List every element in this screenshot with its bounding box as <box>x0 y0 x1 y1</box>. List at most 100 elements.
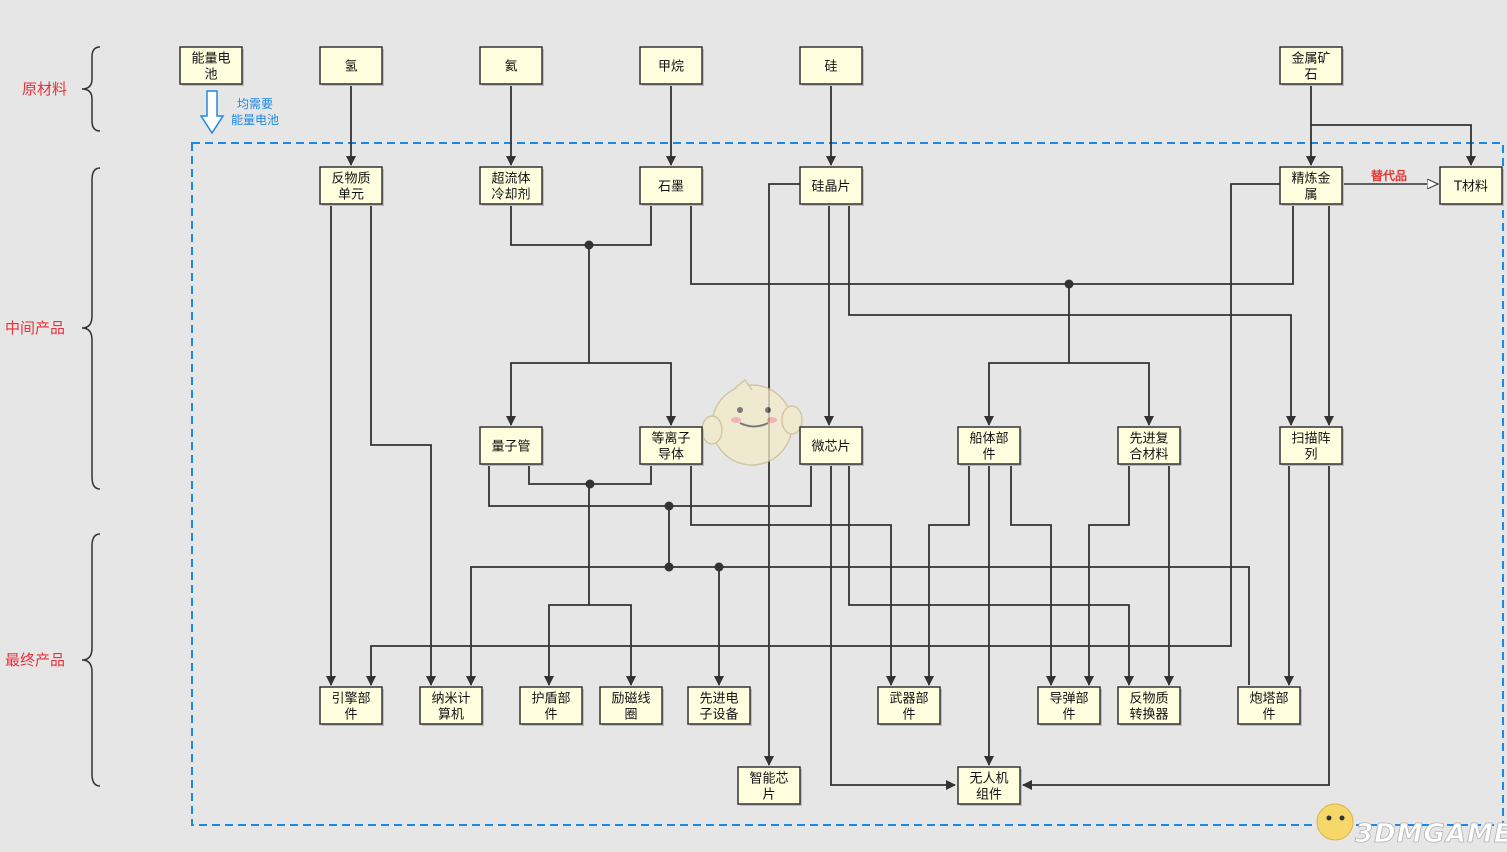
node-label-line: 属 <box>1304 188 1317 203</box>
node-label-line: 组件 <box>976 788 1002 803</box>
node-label-line: 件 <box>982 448 995 463</box>
dashed-region <box>191 142 1504 826</box>
edge-antimatter-nano <box>370 204 436 686</box>
node-box <box>479 426 543 465</box>
node-box <box>319 686 383 725</box>
edge-hull-missile <box>1010 465 1056 686</box>
node-label-line: 精炼金 <box>1291 171 1330 187</box>
node-quantum-tube: 量子管 <box>479 426 544 466</box>
node-label-line: 单元 <box>338 188 364 203</box>
node-label-line: 硅 <box>824 60 837 75</box>
node-box <box>957 766 1021 805</box>
edge-wafer-scanner <box>848 204 1296 426</box>
node-box <box>1279 46 1343 85</box>
mascot-logo <box>701 378 803 466</box>
node-label-line: 甲烷 <box>658 60 684 75</box>
node-label-line: 转换器 <box>1129 708 1168 723</box>
edge-join-composite <box>1069 362 1154 426</box>
node-label-line: 先进复 <box>1129 432 1168 447</box>
junction-dot <box>1064 279 1074 289</box>
edge-refined-engine <box>366 183 1280 686</box>
junction-dot <box>585 479 595 489</box>
node-layer: 能量电池氢氦甲烷硅金属矿石反物质单元超流体冷却剂石墨硅晶片精炼金属T材料量子管等… <box>179 46 1504 806</box>
junction-dot <box>664 562 674 572</box>
battery-note-line2: 能量电池 <box>231 113 279 127</box>
node-graphite: 石墨 <box>639 166 704 206</box>
node-label-line: 池 <box>204 68 217 83</box>
node-box <box>519 686 583 725</box>
edge-graphite-hull <box>690 204 1294 285</box>
watermark-text: 3DMGAME <box>1355 819 1507 849</box>
edge-join-hull <box>984 284 1070 426</box>
node-box <box>737 766 801 805</box>
node-label-line: 扫描阵 <box>1291 432 1330 447</box>
node-box <box>479 46 543 85</box>
node-label-line: 冷却剂 <box>491 188 530 203</box>
junction-dot <box>664 501 674 511</box>
edge-join-coil <box>589 604 636 686</box>
battery-note-line1: 均需要 <box>237 97 273 111</box>
node-label-line: 导弹部 <box>1049 692 1088 707</box>
stage-brace-mid <box>81 167 101 490</box>
edge-quantum-microchip-join <box>488 465 812 507</box>
node-label-line: 件 <box>1062 708 1075 723</box>
node-label-line: 硅晶片 <box>811 180 850 195</box>
node-box <box>179 46 243 85</box>
node-box <box>1279 166 1343 205</box>
edge-microchip-drone <box>830 465 956 790</box>
node-microchip: 微芯片 <box>799 426 864 466</box>
junction-dot <box>714 562 724 572</box>
edge-join-shield <box>544 484 590 686</box>
node-box <box>799 46 863 85</box>
node-label-line: 量子管 <box>491 440 530 455</box>
node-label-line: 励磁线 <box>611 692 650 707</box>
node-box <box>319 166 383 205</box>
junction-dots <box>584 240 1074 572</box>
stage-brace-raw <box>81 46 101 132</box>
node-label-line: 氢 <box>344 60 357 75</box>
node-box <box>599 686 663 725</box>
node-label-line: 石墨 <box>658 180 684 195</box>
junction-dot <box>584 240 594 250</box>
node-box <box>1279 426 1343 465</box>
node-label-line: 武器部 <box>889 692 928 707</box>
node-label-line: 件 <box>544 708 557 723</box>
node-label-line: 先进电 <box>699 692 738 707</box>
connector-lines <box>326 84 1476 790</box>
edge-wafer-smartchip <box>764 183 800 766</box>
node-hydrogen: 氢 <box>319 46 384 86</box>
node-box <box>639 46 703 85</box>
node-box <box>1117 426 1181 465</box>
node-label-line: 片 <box>762 788 775 803</box>
node-battery: 能量电池 <box>179 46 244 86</box>
watermark-3dmgame: 3DMGAME <box>1316 803 1507 849</box>
node-label-line: 子设备 <box>699 707 738 723</box>
node-label-line: 石 <box>1304 68 1317 83</box>
node-label-line: 纳米计 <box>431 692 470 707</box>
node-label-line: 船体部 <box>969 432 1008 447</box>
node-box <box>479 166 543 205</box>
node-box <box>1117 686 1181 725</box>
node-label-line: 导体 <box>658 448 684 463</box>
stage-label-raw: 原材料 <box>22 80 67 98</box>
node-label-line: 件 <box>344 708 357 723</box>
node-box <box>799 166 863 205</box>
node-label-line: 金属矿 <box>1291 51 1330 67</box>
node-box <box>877 686 941 725</box>
node-box <box>1439 166 1503 205</box>
node-label-line: 引擎部 <box>331 692 370 707</box>
